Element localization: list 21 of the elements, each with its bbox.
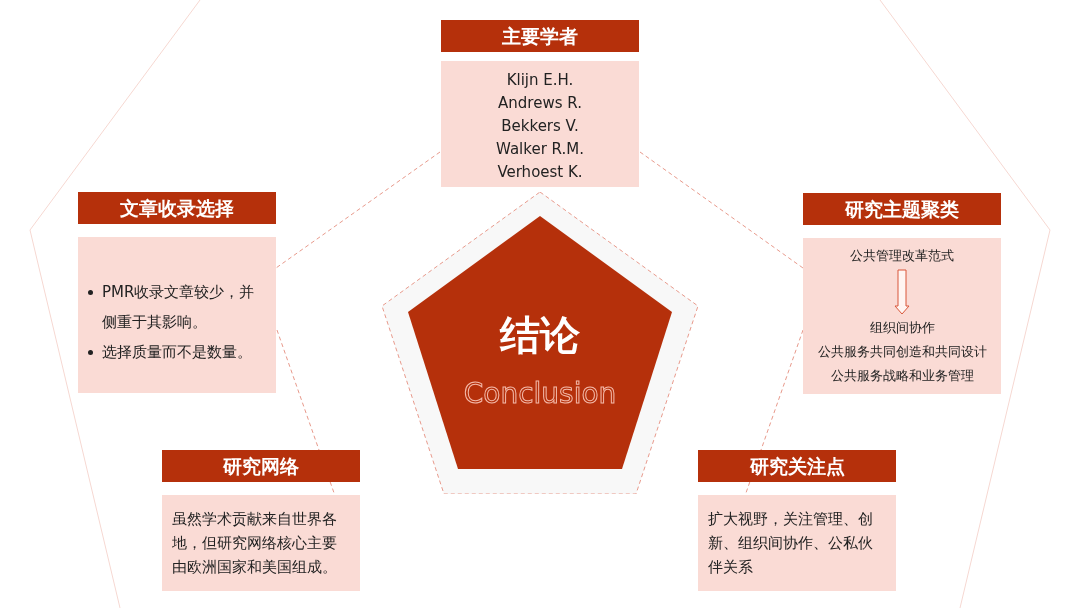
name-text: Bekkers V. — [500, 116, 580, 137]
header-bar: 主要学者 — [441, 20, 639, 52]
hollow-down-arrow — [894, 269, 910, 315]
name-text: Verhoest K. — [496, 162, 584, 183]
subtitle-text: Conclusion — [462, 377, 618, 411]
topic-text: 组织间协作 — [868, 319, 936, 337]
body-text: 虽然学术贡献来自世界各地，但研究网络核心主要由欧洲国家和美国组成。 — [172, 509, 338, 578]
topic-text: 公共管理改革范式 — [849, 247, 955, 265]
bullet-text: 选择质量而不是数量。 — [102, 342, 253, 363]
bullet-text: PMR收录文章较少，并侧重于其影响。 — [102, 282, 256, 333]
header-bar: 研究网络 — [162, 450, 360, 482]
name-text: Klijn E.H. — [505, 70, 575, 91]
title-text: 结论 — [498, 311, 581, 360]
name-text: Andrews R. — [497, 93, 583, 114]
header-bar: 研究关注点 — [698, 450, 896, 482]
body-text: 扩大视野，关注管理、创新、组织间协作、公私伙伴关系 — [708, 509, 874, 578]
header-bar: 研究主题聚类 — [803, 193, 1001, 225]
topic-text: 公共服务共同创造和共同设计 — [816, 343, 988, 361]
name-text: Walker R.M. — [495, 139, 585, 160]
topic-text: 公共服务战略和业务管理 — [829, 367, 975, 385]
header-bar: 文章收录选择 — [78, 192, 276, 224]
